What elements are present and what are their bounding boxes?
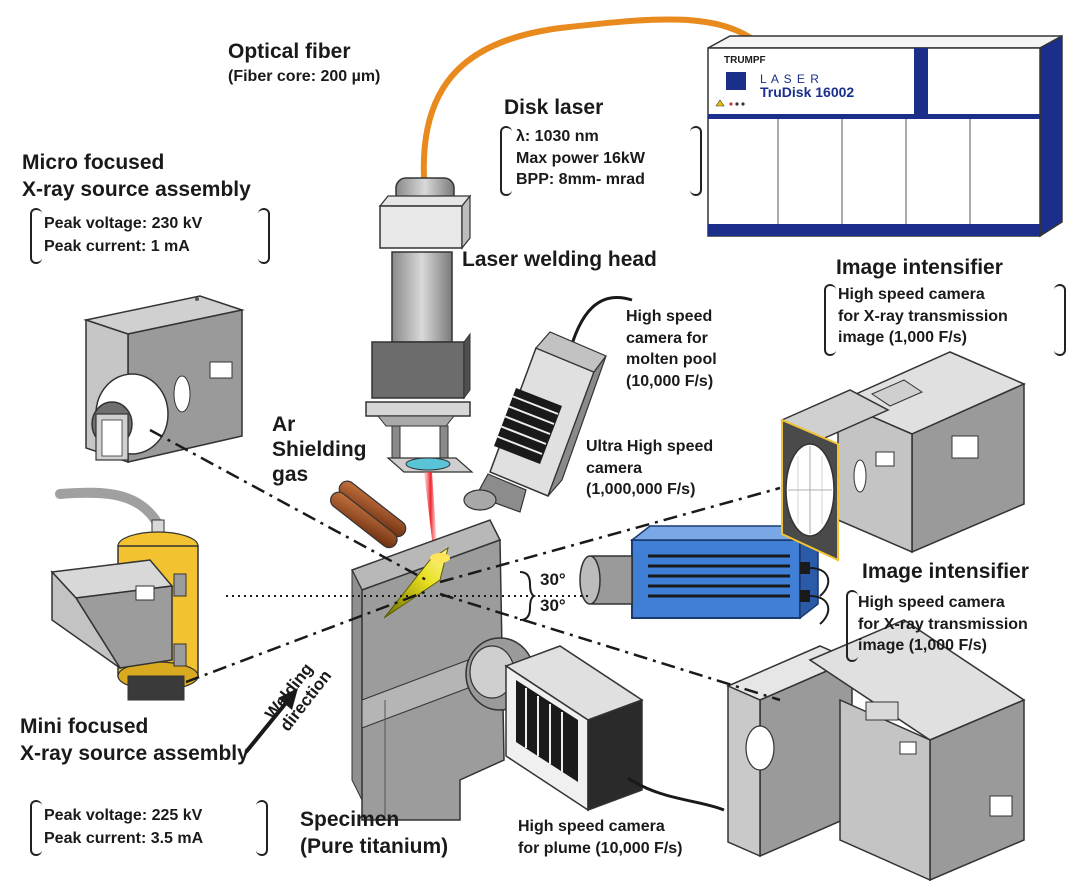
mini-xray-brace-left (30, 800, 42, 856)
molten-pool-camera-line-4: (10,000 F/s) (626, 372, 714, 390)
laser-model: TruDisk 16002 (760, 84, 855, 100)
shielding-gas-label: Ar Shielding gas (272, 412, 367, 488)
disk-laser-title: Disk laser (504, 96, 604, 119)
laser-word: L A S E R (760, 72, 820, 86)
intensifier-top-line-2: for X-ray transmission (838, 307, 1008, 325)
shielding-gas-line-3: gas (272, 463, 309, 487)
laser-brand: TRUMPF (724, 55, 766, 66)
plume-camera-line-2: for plume (10,000 F/s) (518, 839, 683, 857)
mini-xray-title-line-2: X-ray source assembly (20, 741, 249, 765)
disk-laser-brace-right (690, 126, 702, 196)
micro-xray-title: Micro focused X-ray source assembly (22, 150, 251, 204)
shielding-gas-nozzle (330, 480, 407, 549)
micro-xray-current: Peak current: 1 mA (44, 238, 190, 256)
ultra-camera-line-3: (1,000,000 F/s) (586, 481, 696, 499)
ultra-camera-label: Ultra High speed camera (1,000,000 F/s) (586, 436, 713, 501)
micro-xray-source (83, 295, 245, 464)
specimen-label: Specimen (Pure titanium) (300, 806, 448, 861)
disk-laser-bpp: BPP: 8mm- mrad (516, 171, 645, 189)
mini-xray-voltage: Peak voltage: 225 kV (44, 807, 203, 824)
ultra-camera-line-2: camera (586, 459, 643, 477)
ultra-camera-line-1: Ultra High speed (586, 438, 714, 455)
molten-pool-camera-line-3: molten pool (626, 351, 717, 369)
micro-xray-brace-right (258, 208, 270, 264)
intensifier-top-label: High speed camera for X-ray transmission… (838, 284, 1008, 349)
optical-fiber-cable (420, 16, 763, 181)
intensifier-top-brace-right (1054, 284, 1066, 356)
specimen-block (350, 519, 505, 821)
micro-xray-title-line-2: X-ray source assembly (22, 177, 251, 201)
angle-bracket (519, 571, 537, 621)
intensifier-top-brace-left (824, 284, 836, 356)
laser-beam (424, 472, 437, 548)
shielding-gas-line-2: Shielding (272, 438, 367, 462)
plume-camera-label: High speed camera for plume (10,000 F/s) (518, 816, 683, 859)
disk-laser-brace-left (500, 126, 512, 196)
disk-laser-specs: λ: 1030 nm Max power 16kW BPP: 8mm- mrad (516, 126, 645, 191)
bottom-image-intensifier (726, 619, 1026, 882)
plume-camera (465, 637, 725, 812)
optical-fiber-detail: (Fiber core: 200 µm) (228, 68, 381, 85)
disk-laser-unit (707, 34, 1063, 238)
angle-lower: 30° (540, 596, 566, 615)
molten-pool-camera-line-2: camera for (626, 329, 708, 347)
disk-laser-wavelength: λ: 1030 nm (516, 128, 599, 145)
micro-xray-specs: Peak voltage: 230 kV Peak current: 1 mA (44, 212, 202, 258)
mini-xray-source (50, 487, 199, 701)
micro-xray-title-line-1: Micro focused (22, 151, 165, 174)
top-image-intensifier (780, 351, 1026, 562)
intensifier-top-line-1: High speed camera (838, 286, 985, 303)
specimen-line-2: (Pure titanium) (300, 835, 449, 859)
plume-camera-line-1: High speed camera (518, 818, 665, 835)
mini-xray-title-line-1: Mini focused (20, 715, 149, 738)
mini-xray-brace-right (256, 800, 268, 856)
micro-xray-voltage: Peak voltage: 230 kV (44, 215, 203, 232)
mini-xray-specs: Peak voltage: 225 kV Peak current: 3.5 m… (44, 804, 203, 850)
mini-xray-current: Peak current: 3.5 mA (44, 830, 204, 848)
ultra-high-speed-camera (579, 524, 830, 625)
molten-pool-camera (463, 296, 633, 513)
intensifier-bottom-line-3: image (1,000 F/s) (858, 637, 987, 655)
laser-welding-head (365, 177, 474, 473)
molten-pool-camera-label: High speed camera for molten pool (10,00… (626, 306, 717, 392)
laser-head-title: Laser welding head (462, 248, 657, 271)
intensifier-bottom-line-1: High speed camera (858, 594, 1005, 611)
intensifier-bottom-brace-left (846, 590, 858, 662)
welding-direction-arrow (244, 688, 298, 754)
disk-laser-power: Max power 16kW (516, 149, 645, 167)
optical-fiber-title: Optical fiber (228, 40, 351, 63)
mini-xray-title: Mini focused X-ray source assembly (20, 714, 249, 768)
shielding-gas-line-1: Ar (272, 413, 296, 436)
xray-beam-paths (149, 428, 781, 702)
intensifier-bottom-label: High speed camera for X-ray transmission… (858, 592, 1028, 657)
specimen-line-1: Specimen (300, 808, 400, 831)
molten-pool-camera-line-1: High speed (626, 308, 713, 325)
intensifier-bottom-title: Image intensifier (862, 560, 1029, 583)
molten-pool (383, 546, 449, 619)
intensifier-bottom-line-2: for X-ray transmission (858, 615, 1028, 633)
intensifier-top-title: Image intensifier (836, 256, 1003, 279)
micro-xray-brace-left (30, 208, 42, 264)
angle-upper: 30° (540, 570, 566, 589)
intensifier-top-line-3: image (1,000 F/s) (838, 329, 967, 347)
